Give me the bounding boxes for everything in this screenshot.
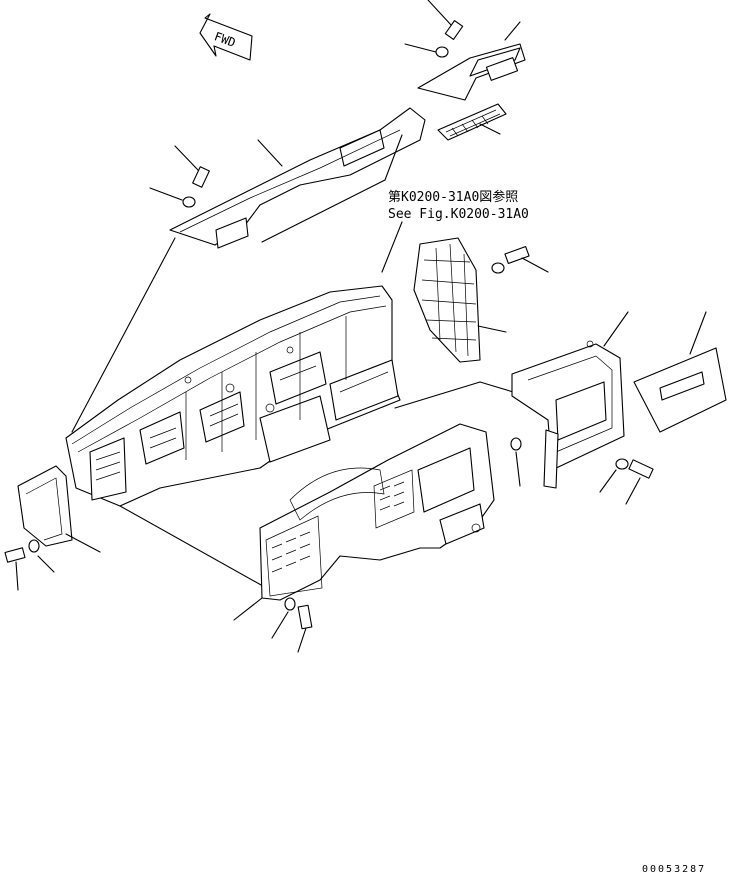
leader-line [394, 381, 481, 409]
instrument-cluster-panel [233, 423, 495, 621]
document-number: 00053287 [642, 864, 706, 875]
left-bottom-bolt-icon [4, 539, 55, 591]
leader-line [261, 179, 386, 243]
side-grid-panel [413, 237, 507, 363]
reference-note-en: See Fig.K0200-31A0 [388, 207, 529, 222]
glovebox-bolt-icon [510, 437, 654, 505]
leader-line [384, 134, 403, 181]
forward-label: FWD [212, 29, 237, 50]
bottom-bolt-icon [271, 597, 313, 653]
reference-note-jp: 第K0200-31A0図参照 [388, 189, 518, 205]
glovebox-lid [633, 311, 727, 433]
glovebox-housing [511, 311, 629, 489]
left-end-panel [17, 465, 101, 553]
upper-dash-cover [169, 107, 426, 249]
side-bolt-icon [491, 245, 549, 274]
left-top-bolt-icon [149, 145, 210, 208]
top-cover-panel [417, 21, 526, 101]
dashboard-frame [65, 285, 401, 507]
leader-line [381, 221, 403, 273]
leader-line [71, 237, 176, 433]
forward-arrow-icon: FWD [199, 13, 253, 61]
vent-grille [437, 103, 507, 141]
top-bolt-icon [404, 0, 464, 58]
leader-line [119, 505, 271, 591]
